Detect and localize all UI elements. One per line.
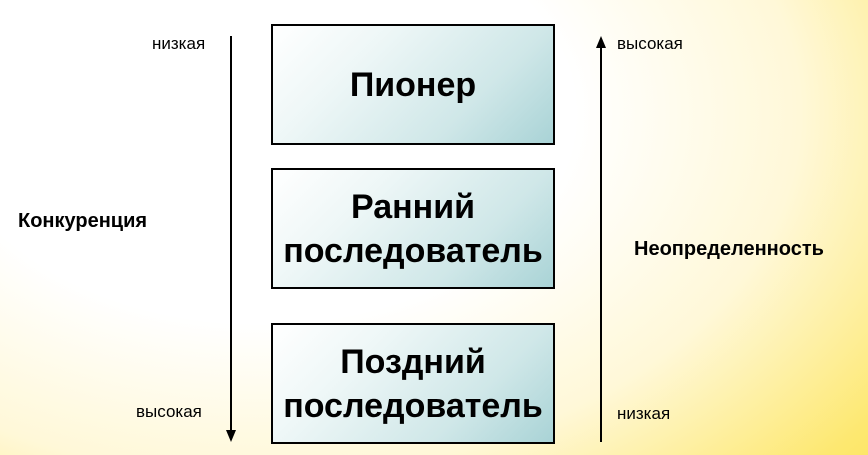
box-pioneer-label: Пионер	[349, 65, 477, 104]
box-late-follower: Поздний последователь	[271, 323, 555, 444]
box-early-follower-line1: Ранний	[350, 187, 475, 226]
right-axis-title: Неопределенность	[634, 238, 824, 260]
box-pioneer: Пионер	[271, 24, 555, 145]
left-axis-bottom-label: высокая	[136, 402, 202, 421]
left-axis-top-label: низкая	[152, 34, 206, 53]
left-axis-title: Конкуренция	[18, 210, 148, 232]
box-early-follower-line2: последователь	[283, 231, 543, 270]
box-early-follower: Ранний последователь	[271, 168, 555, 289]
left-axis-arrowhead	[226, 430, 236, 442]
right-axis-bottom-label: низкая	[617, 404, 671, 423]
right-axis-arrowhead	[596, 36, 606, 48]
box-late-follower-line2: последователь	[283, 386, 543, 425]
right-axis-top-label: высокая	[617, 34, 683, 53]
box-late-follower-line1: Поздний	[340, 342, 486, 381]
